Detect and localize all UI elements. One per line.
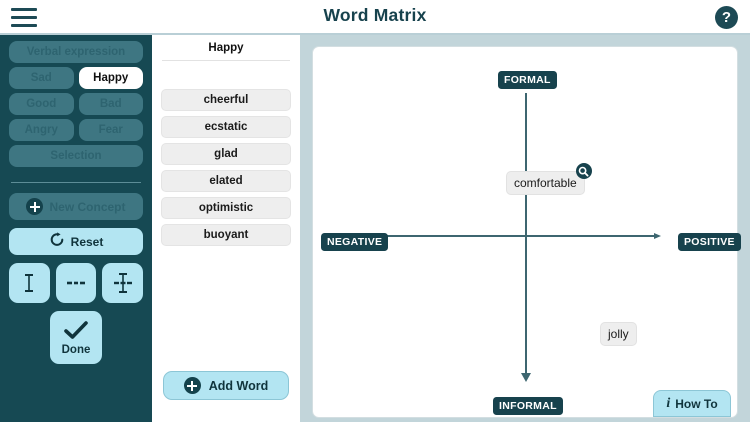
hamburger-bar bbox=[11, 23, 37, 27]
axis-mode-group bbox=[9, 263, 144, 303]
placed-word-label: comfortable bbox=[514, 176, 577, 190]
sidebar-row-angry-fear: Angry Fear bbox=[9, 119, 143, 145]
sidebar-row-sad-happy: Sad Happy bbox=[9, 67, 143, 93]
word-list-divider bbox=[162, 60, 290, 61]
left-sidebar: Verbal expression Sad Happy Good Bad Ang… bbox=[0, 35, 152, 422]
sidebar-item-angry[interactable]: Angry bbox=[9, 119, 74, 141]
word-chip[interactable]: glad bbox=[161, 143, 291, 165]
sidebar-item-sad[interactable]: Sad bbox=[9, 67, 74, 89]
how-to-button[interactable]: i How To bbox=[653, 390, 731, 417]
help-button[interactable]: ? bbox=[715, 6, 738, 29]
top-bar: Word Matrix ? bbox=[0, 0, 750, 35]
add-word-button[interactable]: Add Word bbox=[163, 371, 289, 400]
matrix-canvas[interactable]: FORMAL INFORMAL NEGATIVE POSITIVE comfor… bbox=[312, 46, 741, 418]
vertical-axis-icon bbox=[18, 271, 40, 295]
sidebar-item-selection[interactable]: Selection bbox=[9, 145, 143, 167]
word-chip[interactable]: optimistic bbox=[161, 197, 291, 219]
magnifier-icon[interactable] bbox=[575, 163, 592, 179]
placed-word-token[interactable]: jolly bbox=[600, 322, 637, 346]
sidebar-item-happy[interactable]: Happy bbox=[78, 67, 143, 89]
hamburger-bar bbox=[11, 15, 37, 20]
axis-label-negative: NEGATIVE bbox=[321, 233, 389, 251]
word-chip[interactable]: cheerful bbox=[161, 89, 291, 111]
sidebar-item-verbal-expression[interactable]: Verbal expression bbox=[9, 41, 143, 63]
word-chip[interactable]: buoyant bbox=[161, 224, 291, 246]
page-title: Word Matrix bbox=[323, 5, 427, 25]
info-icon: i bbox=[666, 395, 671, 411]
placed-word-token[interactable]: comfortable bbox=[506, 163, 592, 195]
sidebar-divider bbox=[11, 182, 141, 183]
sidebar-item-fear[interactable]: Fear bbox=[78, 119, 143, 141]
vertical-axis-arrowhead bbox=[520, 373, 531, 382]
plus-circle-icon bbox=[183, 377, 201, 394]
horizontal-axis-arrowhead bbox=[654, 232, 661, 239]
placed-word-label: jolly bbox=[608, 327, 629, 341]
reset-label: Reset bbox=[70, 234, 104, 249]
new-concept-label: New Concept bbox=[49, 199, 126, 214]
done-label: Done bbox=[61, 343, 91, 356]
cross-axes-icon bbox=[111, 271, 135, 295]
horizontal-axis-icon bbox=[64, 272, 88, 294]
horizontal-axis-mode-button[interactable] bbox=[55, 263, 97, 303]
sidebar-item-good[interactable]: Good bbox=[9, 93, 74, 115]
add-word-wrap: Add Word bbox=[152, 371, 300, 400]
word-list-panel: Happy cheerful ecstatic glad elated opti… bbox=[152, 35, 300, 422]
add-word-label: Add Word bbox=[208, 378, 269, 393]
plus-circle-icon bbox=[26, 198, 44, 215]
vertical-axis-line bbox=[525, 93, 527, 376]
both-axes-mode-button[interactable] bbox=[102, 263, 144, 303]
hamburger-menu-icon[interactable] bbox=[11, 8, 37, 27]
done-button[interactable]: Done bbox=[50, 311, 102, 364]
word-chip[interactable]: ecstatic bbox=[161, 116, 291, 138]
sidebar-row-good-bad: Good Bad bbox=[9, 93, 143, 119]
hamburger-bar bbox=[11, 8, 37, 12]
sidebar-item-bad[interactable]: Bad bbox=[78, 93, 143, 115]
word-chip[interactable]: elated bbox=[161, 170, 291, 192]
vertical-axis-mode-button[interactable] bbox=[9, 263, 50, 303]
done-button-wrap: Done bbox=[9, 311, 143, 364]
matrix-area: FORMAL INFORMAL NEGATIVE POSITIVE comfor… bbox=[300, 35, 750, 422]
reset-refresh-icon bbox=[49, 232, 65, 251]
horizontal-axis-line bbox=[373, 235, 656, 237]
reset-button[interactable]: Reset bbox=[9, 228, 143, 255]
how-to-label: How To bbox=[675, 396, 718, 411]
word-chip-list: cheerful ecstatic glad elated optimistic… bbox=[152, 61, 300, 246]
new-concept-button[interactable]: New Concept bbox=[9, 193, 143, 220]
checkmark-icon bbox=[63, 320, 89, 343]
axis-label-informal: INFORMAL bbox=[493, 397, 563, 415]
axis-label-positive: POSITIVE bbox=[678, 233, 741, 251]
word-list-title: Happy bbox=[208, 42, 244, 54]
header-divider bbox=[0, 33, 750, 35]
axis-label-formal: FORMAL bbox=[498, 71, 557, 89]
